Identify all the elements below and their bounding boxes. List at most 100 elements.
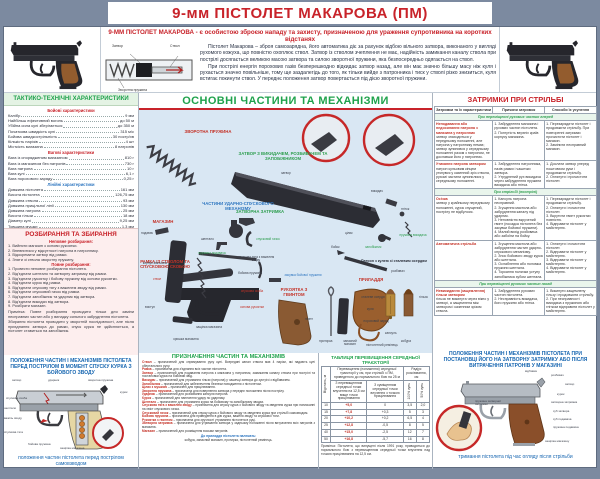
delays-table: Затримки та їх характеристики Причини за… xyxy=(433,106,597,316)
purpose-list: Ствол – призначений для спрямування руху… xyxy=(142,360,316,433)
disassembly-step: 4. Від'єднати курок від рамки. xyxy=(8,280,62,286)
part-label-grip-screw: гвинт xyxy=(305,317,313,321)
trajectory-header: ТАБЛИЦЯ ПЕРЕВИЩЕННЯ СЕРЕДНЬОЇ ТРАЄКТОРІЇ xyxy=(331,355,420,366)
intro-panel: 9-ММ ПІСТОЛЕТ МАКАРОВА - є особистою збр… xyxy=(101,27,501,93)
disassembly-section: РОЗБИРАННЯ ТА ЗБИРАННЯ Неповне розбиранн… xyxy=(4,228,138,355)
intro-paragraph-2: При пострілі енергія порохових газів без… xyxy=(200,63,496,83)
right-photo-caption: тримання пістолета під час огляду після … xyxy=(458,454,573,460)
pistol-illustration xyxy=(506,39,579,89)
label-slide-stop-spring: пружина затворної затримки xyxy=(475,399,502,407)
label-recoil-spring: зворотна пружина xyxy=(88,378,114,382)
disassembly-step: 3. Відокремити затвор від рамки. xyxy=(8,252,68,258)
label-striker: розбивач xyxy=(551,373,564,377)
label-reflector: відбивач xyxy=(525,369,538,373)
part-label-steel-core: сталеве осердя xyxy=(361,295,385,299)
purpose-item: Затворна затримка – призначена для утрим… xyxy=(142,421,315,429)
cutaway-photo-area: затвор ударник зворотна пружина курок ше… xyxy=(4,377,138,455)
part-label-magazine-body: корпус магазина xyxy=(142,261,168,265)
schematic-label-barrel: Ствол xyxy=(170,44,180,49)
recoil-schematic-drawing xyxy=(105,54,193,89)
purpose-item: Затвор – призначений для подавання патро… xyxy=(142,370,315,379)
label-striker: ударник xyxy=(48,378,60,382)
group-label-accessories: ПРИЛАДДЯ xyxy=(358,277,384,282)
delays-col1: Затримки та їх характеристики xyxy=(433,106,494,115)
full-disassembly-list: 1. Провести неповне розбирання пістолета… xyxy=(8,267,134,308)
disassembly-step: 1. Вийняти магазин з основи рукоятки. xyxy=(8,243,78,248)
specs-group-weight-title: Вагові характеристики xyxy=(47,150,95,156)
trajectory-table: Відстань, м Перевищення (пониження) сере… xyxy=(320,366,431,444)
part-label-safety: запобіжник xyxy=(365,245,382,249)
part-label-striker: розбивач xyxy=(391,269,405,273)
partial-disassembly-list: 1. Вийняти магазин з основи рукоятки.2. … xyxy=(8,243,134,262)
part-label-feeder: подавач xyxy=(141,231,154,235)
delays-col2: Причини затримок xyxy=(492,106,546,115)
part-label-cleaning-rod: протирка xyxy=(319,339,333,343)
trajectory-col-radius: Радіус розсіювання, см xyxy=(402,366,431,382)
title-band: 9-мм ПІСТОЛЕТ МАКАРОВА (ПМ) xyxy=(108,2,492,24)
bottom-center-sections: ПРИЗНАЧЕННЯ ЧАСТИН ТА МЕХАНІЗМІВ Ствол –… xyxy=(139,353,432,469)
disassembly-step: 4. Зняти зі ствола зворотну пружину. xyxy=(8,256,74,262)
label-trigger-rod: спускова тяга xyxy=(4,430,23,434)
disassembly-step: 2. Впевнитися у відсутності патрона в па… xyxy=(8,247,99,253)
purpose-item: Бойова пружина – призначена для приведен… xyxy=(142,414,280,419)
purpose-item: Курок – призначений для нанесення удару … xyxy=(142,396,226,401)
left-position-heading: ПОЛОЖЕННЯ ЧАСТИН І МЕХАНІЗМІВ ПІСТОЛЕТА … xyxy=(10,358,132,376)
cutaway-pistol-illustration xyxy=(15,385,124,450)
right-photo-area: відбивач розбивач затвор курок затворна … xyxy=(433,369,598,454)
label-magazine-catch: защіпка магазина xyxy=(60,446,85,450)
group-label-slide-stop: ЗАТВОРНА ЗАТРИМКА xyxy=(235,209,285,214)
part-label-magazine-base: кришка магазина xyxy=(173,337,199,341)
part-label-powder: пороховий заряд xyxy=(363,319,389,323)
group-label-trigger-mech: ЧАСТИНИ УДАРНО-СПУСКОВОГО МЕХАНІЗМУ xyxy=(202,201,274,211)
purpose-item: Ствол – призначений для спрямування руху… xyxy=(142,360,316,368)
part-label-case: гільза xyxy=(419,295,428,299)
label-mainspring: бойова пружина xyxy=(28,442,51,446)
trajectory-col-main: Перевищення (пониження) середньої траєкт… xyxy=(330,366,404,382)
trajectory-sub1: З перевищенням середньої точки влучення … xyxy=(330,380,368,403)
pistol-illustration xyxy=(10,39,83,89)
left-column: ТАКТИКО-ТЕХНІЧНІ ХАРАКТЕРИСТИКИ Бойові х… xyxy=(4,93,138,469)
assembly-note: Збирання пістолета проводити у зворотній… xyxy=(8,319,134,334)
disassembly-step: 1. Провести неповне розбирання пістолета… xyxy=(8,266,87,272)
purpose-header: ПРИЗНАЧЕННЯ ЧАСТИН ТА МЕХАНІЗМІВ xyxy=(171,354,286,360)
exploded-diagram-drawing xyxy=(146,113,416,346)
partial-disassembly-title: Неповне розбирання: xyxy=(48,239,93,244)
accessories-title: До приладдя пістолета належать: xyxy=(200,434,257,439)
cartridge-title: Патрон з кулею зі сталевим осердям xyxy=(361,259,427,263)
label-hammer: курок xyxy=(557,392,565,396)
part-label-trigger-rod: спускова тяга з важелем зводу xyxy=(237,255,275,263)
disassembly-step: 2. Від'єднати шептало та затворну затрим… xyxy=(8,271,107,277)
label-sear: шептало xyxy=(4,406,17,410)
disassembly-header: РОЗБИРАННЯ ТА ЗБИРАННЯ xyxy=(25,231,117,238)
purpose-item: Цілик з мушкою – призначені для прицілюв… xyxy=(142,385,216,390)
label-feeder-spring: пружина подавача xyxy=(553,425,579,429)
part-label-primer: капсуль xyxy=(385,331,397,335)
part-label-magazine-catch: защіпка магазина xyxy=(196,325,222,329)
part-label-sear: шептало xyxy=(201,237,214,241)
accessories-text: кобура, запасний магазин, протирка, піст… xyxy=(184,438,273,443)
poster-content: 9-ММ ПІСТОЛЕТ МАКАРОВА - є особистою збр… xyxy=(3,26,598,469)
right-column: ЗАТРИМКИ ПРИ СТРІЛЬБІ Затримки та їх хар… xyxy=(433,93,598,469)
main-parts-header: ОСНОВНІ ЧАСТИНИ ТА МЕХАНІЗМИ xyxy=(139,93,432,110)
disassembly-step: 5. Від'єднати спускову тягу з важелем зв… xyxy=(8,284,107,290)
part-label-plunger: гніток xyxy=(401,207,410,211)
